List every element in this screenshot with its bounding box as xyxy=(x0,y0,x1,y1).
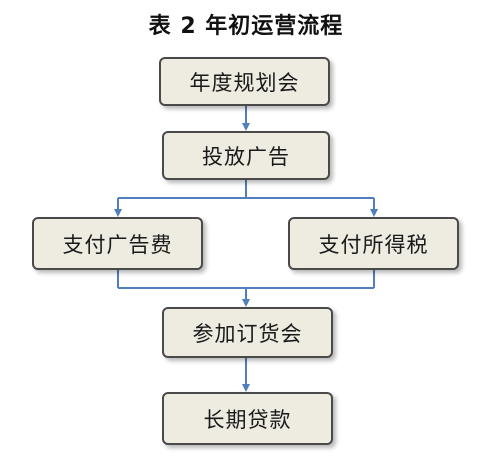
node-annual-planning: 年度规划会 xyxy=(159,57,330,106)
node-order-meeting: 参加订货会 xyxy=(162,307,333,358)
node-pay-income-tax: 支付所得税 xyxy=(288,217,459,270)
node-pay-ad-fee: 支付广告费 xyxy=(32,217,203,270)
node-long-term-loan: 长期贷款 xyxy=(162,392,333,445)
node-advertising: 投放广告 xyxy=(162,131,330,180)
diagram-title: 表 2 年初运营流程 xyxy=(148,14,344,39)
